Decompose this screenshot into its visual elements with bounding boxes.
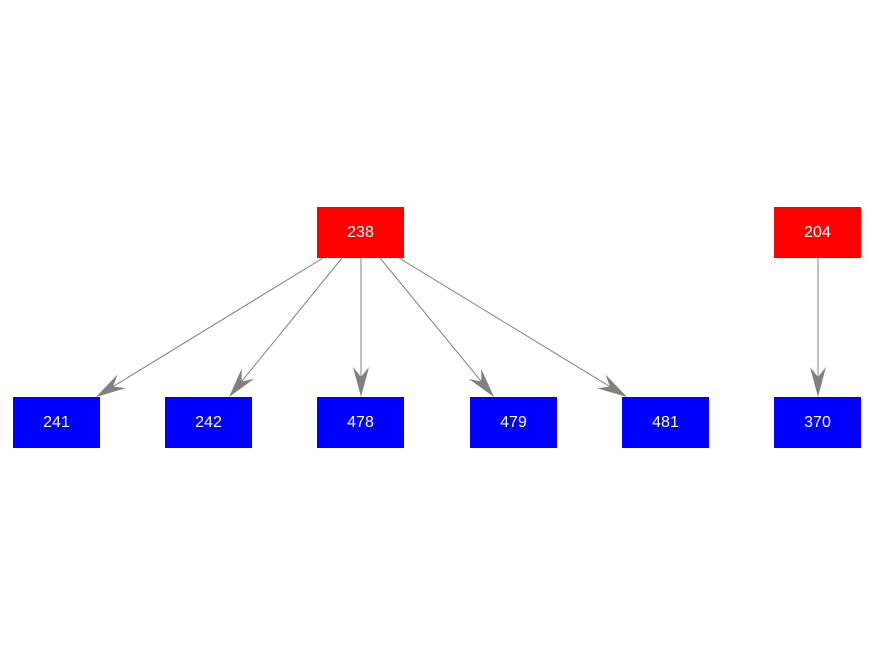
node-label: 238 xyxy=(347,223,374,241)
arrowhead-icon xyxy=(229,368,255,397)
node-label: 242 xyxy=(195,413,222,431)
node-478[interactable]: 478 xyxy=(317,397,404,448)
node-label: 478 xyxy=(347,413,374,431)
arrowhead-icon xyxy=(810,367,826,397)
node-label: 370 xyxy=(804,413,831,431)
edge-238-242 xyxy=(239,257,343,384)
node-242[interactable]: 242 xyxy=(165,397,252,448)
edge-238-241 xyxy=(111,257,324,389)
arrowhead-icon xyxy=(353,367,369,397)
node-204[interactable]: 204 xyxy=(774,207,861,258)
node-label: 241 xyxy=(43,413,70,431)
node-label: 481 xyxy=(652,413,679,431)
arrowhead-icon xyxy=(597,374,627,397)
node-238[interactable]: 238 xyxy=(317,207,404,258)
node-479[interactable]: 479 xyxy=(470,397,557,448)
arrowhead-icon xyxy=(468,368,494,397)
node-241[interactable]: 241 xyxy=(13,397,100,448)
edge-238-481 xyxy=(398,257,612,389)
arrowhead-icon xyxy=(96,374,126,397)
node-481[interactable]: 481 xyxy=(622,397,709,448)
node-label: 479 xyxy=(500,413,527,431)
edge-238-479 xyxy=(379,257,483,384)
node-label: 204 xyxy=(804,223,831,241)
node-370[interactable]: 370 xyxy=(774,397,861,448)
